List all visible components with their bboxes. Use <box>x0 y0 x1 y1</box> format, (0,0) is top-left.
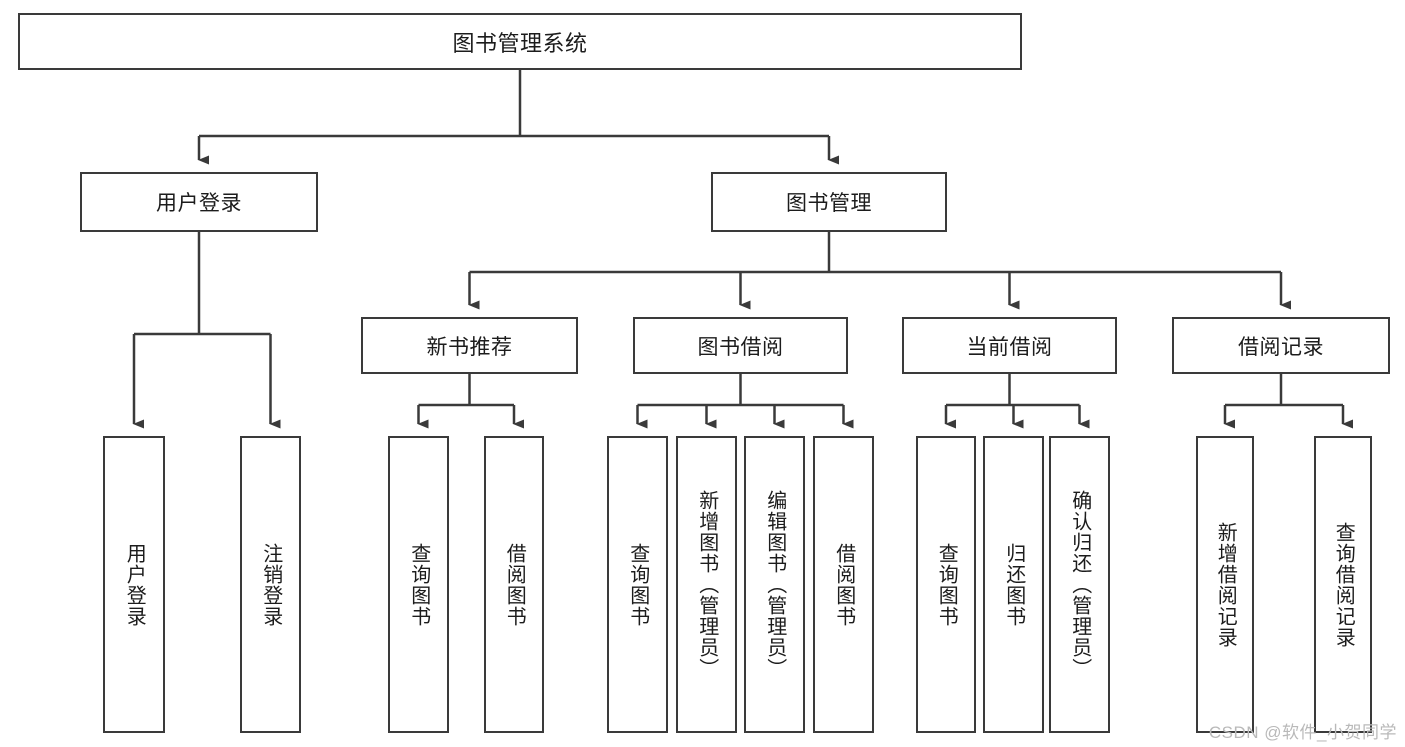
node-leaf-add-book[interactable]: 新增图书（管理员） <box>676 436 737 733</box>
node-label: 查询图书 <box>626 542 649 627</box>
node-label: 图书借阅 <box>697 335 784 359</box>
node-leaf-borrow-book-recommend[interactable]: 借阅图书 <box>484 436 544 733</box>
node-label: 用户登录 <box>156 192 242 215</box>
node-label: 查询图书 <box>407 542 430 627</box>
node-label: 当前借阅 <box>966 335 1053 359</box>
node-label: 编辑图书（管理员） <box>763 490 786 679</box>
node-label: 注销登录 <box>259 542 282 627</box>
node-label: 查询图书 <box>935 542 958 627</box>
node-label: 借阅记录 <box>1238 335 1324 359</box>
node-book-management[interactable]: 图书管理 <box>711 172 947 232</box>
node-leaf-query-book-borrow[interactable]: 查询图书 <box>607 436 668 733</box>
watermark-text: CSDN @软件_小贺同学 <box>1208 723 1397 742</box>
node-leaf-add-borrow-record[interactable]: 新增借阅记录 <box>1196 436 1254 733</box>
node-label: 新书推荐 <box>426 335 513 359</box>
node-leaf-confirm-return[interactable]: 确认归还（管理员） <box>1049 436 1110 733</box>
node-label: 图书管理 <box>786 192 872 215</box>
node-label: 新增借阅记录 <box>1214 521 1237 648</box>
node-user-login[interactable]: 用户登录 <box>80 172 318 232</box>
node-borrow-record[interactable]: 借阅记录 <box>1172 317 1390 374</box>
node-leaf-logout[interactable]: 注销登录 <box>240 436 301 733</box>
node-label: 借阅图书 <box>832 542 855 627</box>
node-leaf-return-book[interactable]: 归还图书 <box>983 436 1044 733</box>
node-current-borrow[interactable]: 当前借阅 <box>902 317 1117 374</box>
node-label: 用户登录 <box>123 542 146 627</box>
node-label: 归还图书 <box>1002 542 1025 627</box>
node-new-book-recommend[interactable]: 新书推荐 <box>361 317 578 374</box>
node-leaf-user-login[interactable]: 用户登录 <box>103 436 165 733</box>
node-root-book-management-system[interactable]: 图书管理系统 <box>18 13 1022 70</box>
node-leaf-query-book-current[interactable]: 查询图书 <box>916 436 976 733</box>
node-leaf-edit-book[interactable]: 编辑图书（管理员） <box>744 436 805 733</box>
node-label: 新增图书（管理员） <box>695 490 718 679</box>
node-label: 确认归还（管理员） <box>1068 490 1091 679</box>
node-label: 借阅图书 <box>503 542 526 627</box>
node-label: 图书管理系统 <box>452 30 588 56</box>
node-leaf-query-borrow-record[interactable]: 查询借阅记录 <box>1314 436 1372 733</box>
node-book-borrow[interactable]: 图书借阅 <box>633 317 848 374</box>
node-leaf-borrow-book[interactable]: 借阅图书 <box>813 436 874 733</box>
node-label: 查询借阅记录 <box>1332 521 1355 648</box>
node-leaf-query-book-recommend[interactable]: 查询图书 <box>388 436 449 733</box>
